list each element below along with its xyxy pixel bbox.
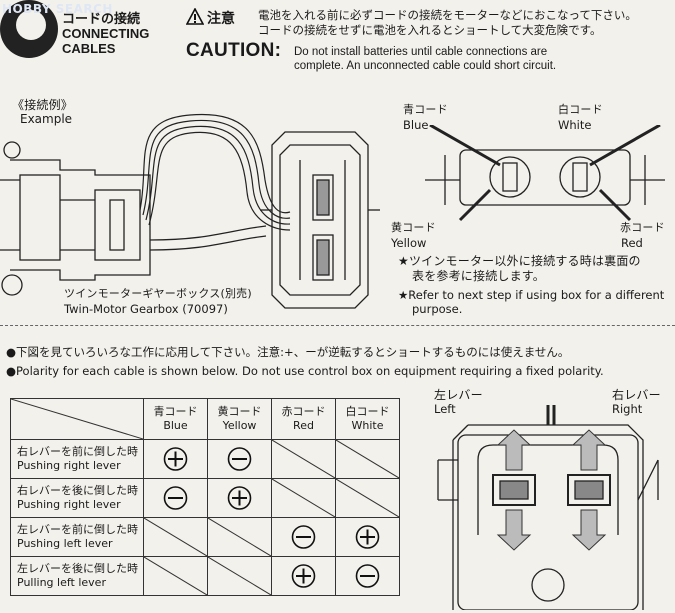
example-label-en: Example: [20, 112, 73, 126]
white-wire-label-en: White: [558, 118, 592, 132]
plus-symbol-icon: [291, 564, 316, 588]
minus-symbol-icon: [291, 525, 316, 549]
caution-en-line1: Do not install batteries until cable con…: [294, 46, 548, 58]
white-wire-label-jp: 白コード: [558, 103, 603, 116]
no-connection-mark: [208, 518, 271, 556]
section-title-en: CONNECTING CABLES: [62, 26, 149, 56]
refer-note-jp-line1: ★ツインモーター以外に接続する時は裏面の: [398, 254, 641, 268]
no-connection-mark: [336, 479, 399, 517]
lever-direction-diagram: [437, 405, 659, 610]
polarity-cell: [207, 478, 272, 518]
no-connection-mark: [208, 557, 271, 595]
caution-en-text: Do not install batteries until cable con…: [294, 45, 654, 73]
section-divider: [0, 325, 675, 326]
blue-wire-label-en: Blue: [403, 118, 429, 132]
polarity-cell: [143, 478, 208, 518]
step-number-inner: [16, 10, 46, 40]
watermark: HOBBY SEARCH: [2, 2, 113, 16]
minus-symbol-icon: [163, 486, 188, 510]
polarity-cell: [335, 517, 400, 557]
example-label-jp: 《接続例》: [12, 98, 74, 112]
wire-connection-illustration: [425, 125, 665, 222]
caution-jp-title: 注意: [207, 11, 235, 27]
left-lever-label-en: Left: [434, 402, 456, 416]
section-title-en-line1: CONNECTING: [62, 26, 150, 41]
no-connection-mark: [144, 557, 207, 595]
polarity-cell: [335, 478, 400, 518]
polarity-cell: [335, 556, 400, 596]
blue-wire-label-jp: 青コード: [403, 103, 448, 116]
no-connection-mark: [272, 440, 335, 478]
polarity-cell: [143, 439, 208, 479]
connection-example-illustration: [0, 113, 380, 309]
polarity-note-en: ●Polarity for each cable is shown below.…: [6, 364, 604, 378]
polarity-cell: [335, 439, 400, 479]
plus-symbol-icon: [227, 486, 252, 510]
refer-note-jp: ★ツインモーター以外に接続する時は裏面の 表を参考に接続します。: [398, 254, 641, 284]
no-connection-mark: [336, 440, 399, 478]
caution-jp-line1: 電池を入れる前に必ずコードの接続をモーターなどにおこなって下さい。: [258, 8, 637, 22]
minus-symbol-icon: [227, 447, 252, 471]
no-connection-mark: [272, 479, 335, 517]
red-wire-label-en: Red: [621, 236, 643, 250]
warning-icon: [186, 8, 204, 25]
yellow-wire-label-en: Yellow: [391, 236, 427, 250]
twin-motor-gearbox-drawing: [0, 141, 151, 296]
caution-en-title: CAUTION:: [186, 40, 282, 61]
caution-jp-line2: コードの接続をせずに電池を入れるとショートして大変危険です。: [258, 23, 602, 37]
gearbox-label-jp: ツインモーターギヤーボックス(別売): [64, 287, 252, 300]
control-box-drawing: [260, 131, 380, 309]
section-title-jp: コードの接続: [62, 12, 141, 27]
polarity-cell: [207, 439, 272, 479]
caution-jp-text: 電池を入れる前に必ずコードの接続をモーターなどにおこなって下さい。 コードの接続…: [258, 8, 637, 38]
polarity-cell: [271, 439, 336, 479]
table-corner-cell: [10, 398, 144, 440]
polarity-cell: [271, 556, 336, 596]
polarity-cell: [271, 517, 336, 557]
yellow-wire-label-jp: 黄コード: [391, 221, 436, 234]
polarity-cell: [207, 556, 272, 596]
polarity-cell: [271, 478, 336, 518]
polarity-note-jp: ●下図を見ていろいろな工作に応用して下さい。注意:+、ーが逆転するとショートする…: [6, 345, 570, 359]
refer-note-en-line1: ★Refer to next step if using box for a d…: [398, 288, 665, 302]
refer-note-en: ★Refer to next step if using box for a d…: [398, 288, 664, 316]
right-lever-label-jp: 右レバー: [612, 388, 661, 402]
minus-symbol-icon: [355, 564, 380, 588]
refer-note-jp-line2: 表を参考に接続します。: [412, 269, 546, 283]
gearbox-label-en: Twin-Motor Gearbox (70097): [64, 302, 228, 316]
plus-symbol-icon: [355, 525, 380, 549]
polarity-cell: [207, 517, 272, 557]
polarity-cell: [143, 517, 208, 557]
red-wire-label-jp: 赤コード: [620, 221, 665, 234]
refer-note-en-line2: purpose.: [412, 302, 463, 316]
no-connection-mark: [144, 518, 207, 556]
polarity-cell: [143, 556, 208, 596]
right-lever-label-en: Right: [612, 402, 643, 416]
left-lever-label-jp: 左レバー: [434, 388, 483, 402]
section-title-en-line2: CABLES: [62, 41, 116, 56]
caution-en-line2: complete. An unconnected cable could sho…: [294, 60, 557, 72]
plus-symbol-icon: [163, 447, 188, 471]
